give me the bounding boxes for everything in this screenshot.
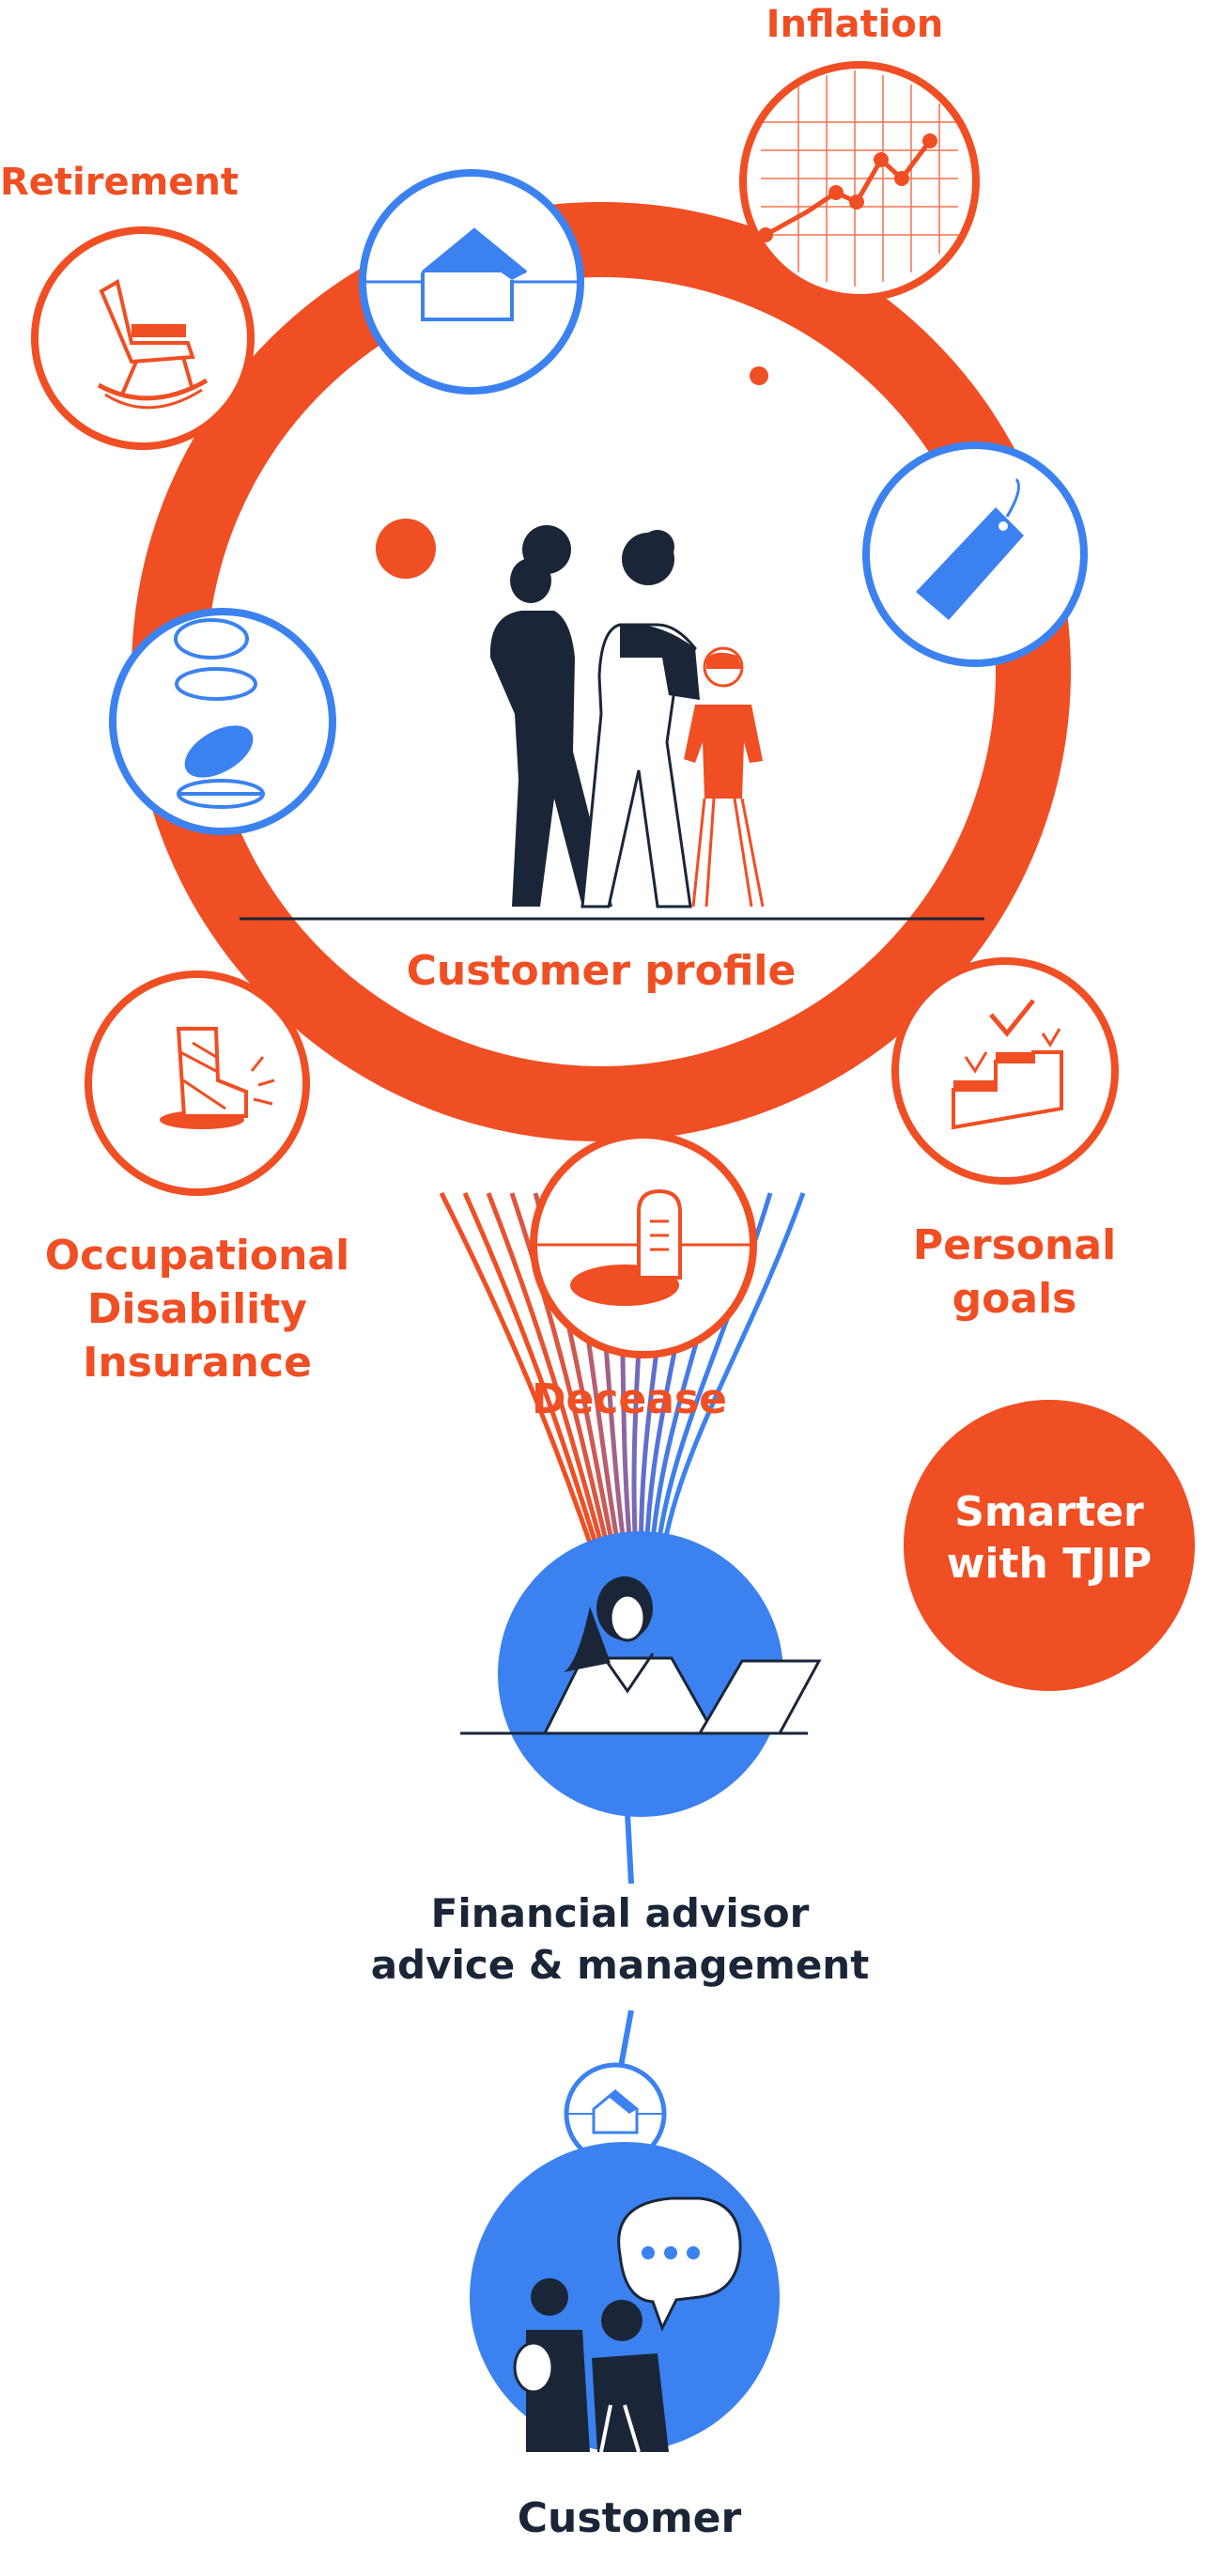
- customer-profile-label: Customer profile: [406, 947, 797, 995]
- customer-label: Customer: [517, 2494, 742, 2542]
- occupational-line-2: Disability: [87, 1285, 307, 1334]
- smarter-with-tjip-label: Smarter with TJIP: [904, 1486, 1195, 1590]
- connector-to-customer: [617, 2010, 634, 2072]
- broken-leg-cast-icon: [85, 970, 310, 1196]
- smarter-with-tjip-circle: [904, 1400, 1195, 1691]
- occupational-line-3: Insurance: [83, 1339, 312, 1388]
- personal-goals-label: Personal goals: [883, 1218, 1146, 1326]
- inflation-label: Inflation: [766, 3, 944, 46]
- occupational-line-1: Occupational: [44, 1232, 350, 1280]
- occupational-disability-insurance-label: Occupational Disability Insurance: [19, 1229, 376, 1390]
- inflation-chart-icon: [739, 61, 980, 302]
- customer-chat-icon: [470, 2142, 780, 2453]
- advisor-laptop-icon: [460, 1531, 822, 1817]
- gravestone-icon: [530, 1131, 757, 1358]
- coins-icon: [109, 608, 336, 835]
- advisor-line-2: advice & management: [370, 1941, 870, 1988]
- smarter-line-1: Smarter: [954, 1488, 1144, 1536]
- retirement-label: Retirement: [0, 161, 240, 204]
- financial-advisor-label: Financial advisor advice & management: [329, 1888, 911, 1991]
- family-illustration: [240, 525, 984, 921]
- small-home-icon: [564, 2062, 667, 2165]
- advisor-line-1: Financial advisor: [430, 1890, 810, 1936]
- smarter-line-2: with TJIP: [946, 1540, 1153, 1588]
- retirement-rocking-chair-icon: [31, 226, 255, 450]
- decease-label: Decease: [531, 1375, 727, 1423]
- connector-advisor-down: [625, 1812, 634, 1885]
- personal-goals-blocks-icon: [891, 957, 1119, 1185]
- decor-dot-large: [376, 519, 436, 579]
- personal-line-2: goals: [952, 1275, 1077, 1324]
- home-icon: [359, 169, 584, 395]
- decor-dot-small: [750, 366, 768, 385]
- price-tag-icon: [862, 442, 1088, 667]
- personal-line-1: Personal: [912, 1221, 1117, 1269]
